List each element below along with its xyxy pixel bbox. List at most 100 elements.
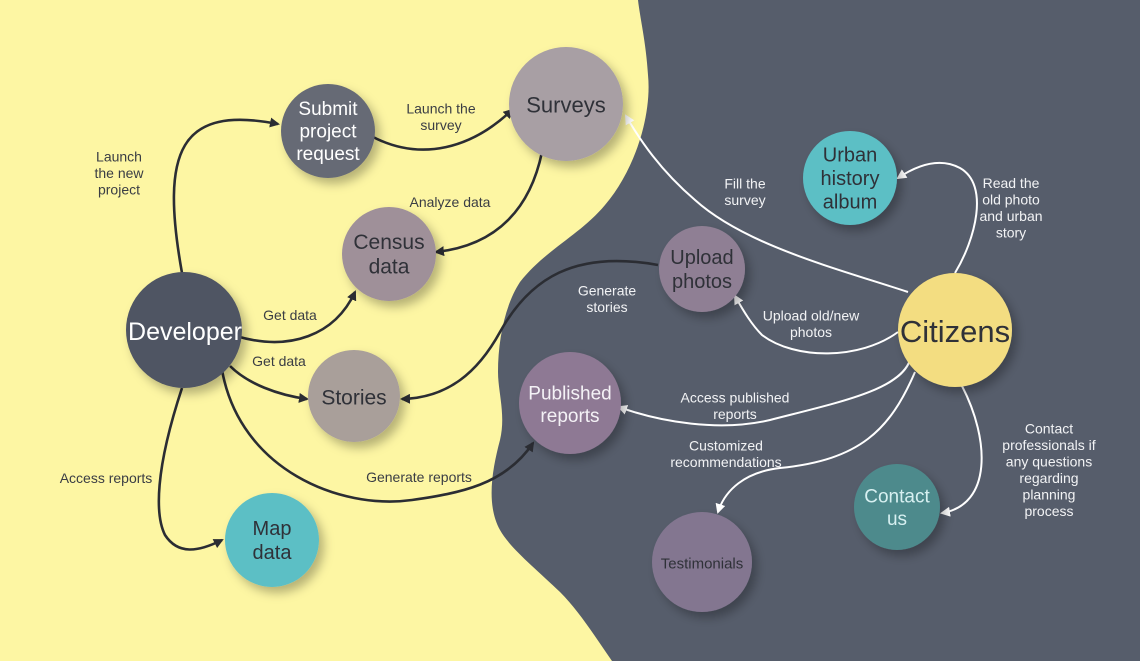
citizens-circle [898, 273, 1012, 387]
edges-contact_professionals-line-4: regarding [1019, 470, 1078, 486]
edge-contact-professionals [940, 385, 983, 517]
edges-launch_project-line-1: Launch [96, 148, 142, 164]
testimonials-circle [652, 512, 752, 612]
nodes-upload-line-1: Upload [670, 247, 733, 269]
edge-label-access-reports: Access reports [60, 470, 153, 486]
map-circle [225, 493, 319, 587]
node-surveys[interactable]: Surveys [509, 47, 623, 161]
edges-contact_professionals-line-1: Contact [1025, 421, 1073, 437]
edges-read_photo-line-2: old photo [982, 192, 1040, 208]
nodes-stories-line-1: Stories [321, 386, 386, 409]
upload-circle [659, 226, 745, 312]
edge-label-analyze-data: Analyze data [410, 194, 491, 210]
edge-label-get-data-stories: Get data [252, 353, 306, 369]
edge-label-get-data-census: Get data [263, 307, 317, 323]
edge-analyze-data [434, 151, 544, 257]
nodes-contact-line-1: Contact [864, 486, 930, 507]
edges-generate_reports-line-1: Generate reports [366, 469, 472, 485]
contact-circle [854, 464, 940, 550]
edges-get_data_stories-line-1: Get data [252, 353, 306, 369]
edges-upload_old_new-line-1: Upload old/new [763, 308, 860, 324]
edges-analyze-line-1: Analyze data [410, 194, 491, 210]
edges-read_photo-line-1: Read the [983, 175, 1040, 191]
edge-label-generate-reports: Generate reports [366, 469, 472, 485]
edge-access-reports [157, 387, 224, 551]
right-background [491, 0, 1140, 661]
nodes-urban-line-1: Urban [823, 144, 877, 166]
edges-generate_stories-line-2: stories [586, 299, 627, 315]
nodes-urban-line-2: history [821, 168, 880, 190]
edges-read_photo-line-3: and urban [979, 208, 1042, 224]
edges-access_published-line-2: reports [713, 406, 757, 422]
nodes-submit-line-1: Submit [298, 99, 358, 120]
edges-fill_survey-line-1: Fill the [724, 176, 765, 192]
citizens-label: Citizens [900, 314, 1010, 349]
surveys-circle [509, 47, 623, 161]
edges-contact_professionals-line-6: process [1024, 503, 1073, 519]
edges-launch_project-line-2: the new [94, 165, 144, 181]
edges-contact_professionals-line-5: planning [1023, 487, 1076, 503]
edge-get-data-census [235, 290, 357, 344]
edges-get_data_census-line-1: Get data [263, 307, 317, 323]
nodes-map-line-1: Map [253, 518, 292, 540]
edges-fill_survey-line-2: survey [724, 192, 765, 208]
edge-generate-stories [400, 259, 659, 404]
node-citizens[interactable]: Citizens [898, 273, 1012, 387]
nodes-census-line-1: Census [353, 231, 424, 254]
edge-customized [715, 371, 916, 514]
nodes-testimonials-line-1: Testimonials [661, 555, 744, 572]
urban-circle [803, 131, 897, 225]
edges-access_reports-line-1: Access reports [60, 470, 153, 486]
edges [157, 108, 983, 551]
edge-launch-survey [372, 108, 514, 151]
census-circle [342, 207, 436, 301]
nodes-published-line-2: reports [540, 406, 599, 427]
developer-circle [126, 272, 242, 388]
nodes-upload-line-2: photos [672, 271, 732, 293]
edges-launch_project-line-3: project [98, 181, 140, 197]
nodes-contact-line-2: us [887, 509, 907, 530]
node-testimonials[interactable]: Testimonials [652, 512, 752, 612]
nodes-published-line-1: Published [528, 383, 611, 404]
edges-upload_old_new-line-2: photos [790, 324, 832, 340]
node-stories[interactable]: Stories [308, 350, 400, 442]
edge-launch-project [172, 117, 280, 274]
nodes-census-line-2: data [369, 256, 410, 279]
developer-label: Developer [128, 318, 242, 346]
edges-generate_stories-line-1: Generate [578, 283, 637, 299]
node-developer[interactable]: Developer [126, 272, 242, 388]
edges-access_published-line-1: Access published [681, 390, 790, 406]
edge-upload-old-new [734, 294, 899, 355]
edge-generate-reports [220, 369, 535, 503]
edges-read_photo-line-4: story [996, 225, 1026, 241]
edges-contact_professionals-line-3: any questions [1006, 454, 1092, 470]
nodes-citizens-line-1: Citizens [900, 314, 1010, 349]
edges-launch_survey-line-1: Launch the [406, 101, 475, 117]
surveys-label: Surveys [526, 93, 605, 118]
